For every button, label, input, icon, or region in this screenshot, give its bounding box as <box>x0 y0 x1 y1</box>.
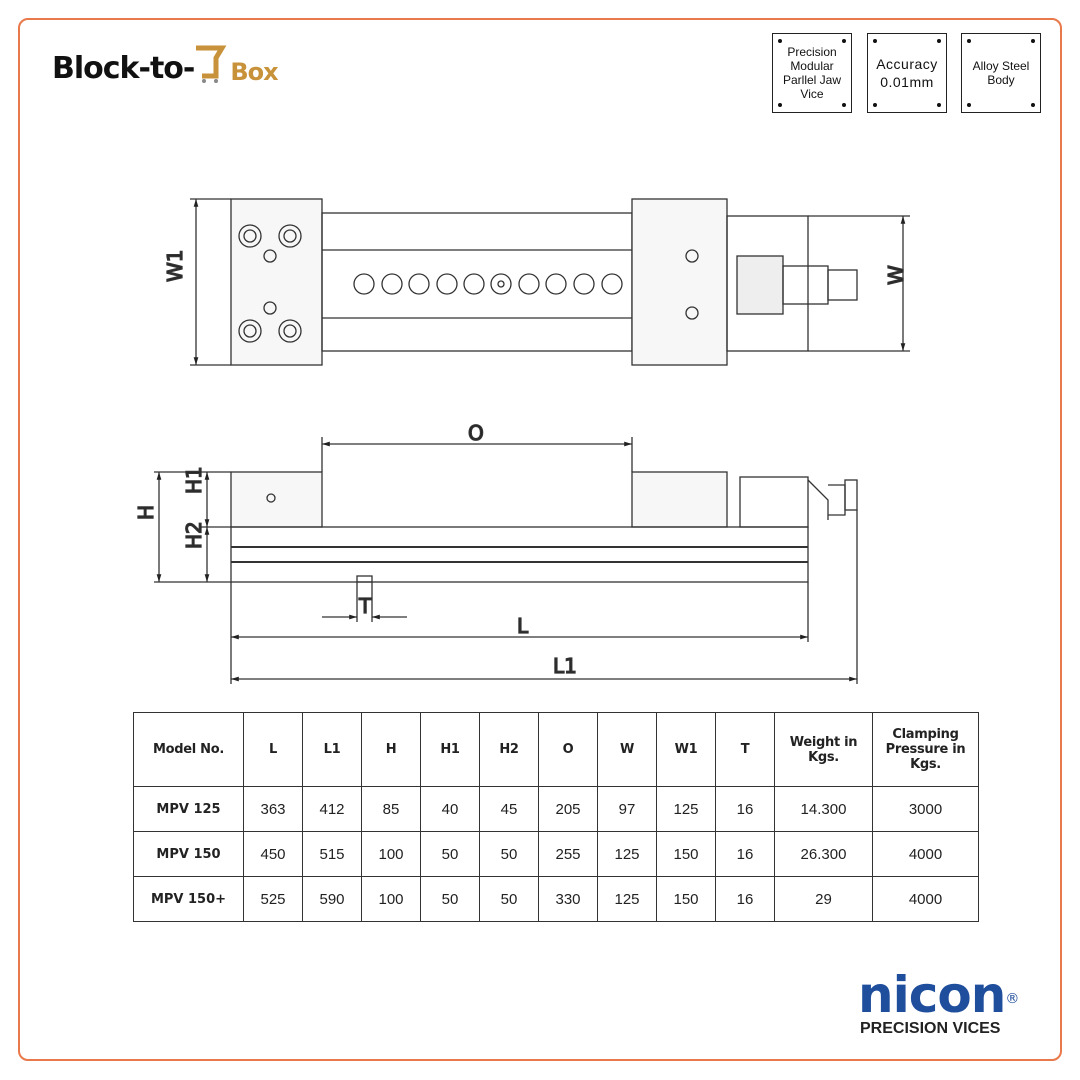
badge-text: Accuracy 0.01mm <box>876 56 938 90</box>
value-cell: 125 <box>656 786 716 832</box>
value-cell: 125 <box>597 876 657 922</box>
value-cell: 255 <box>538 831 598 877</box>
dim-w1: W1 <box>163 250 187 283</box>
col-header: T <box>715 712 775 787</box>
technical-drawing: W1 W O H H1 H2 T L L1 <box>133 198 910 684</box>
value-cell: 4000 <box>872 876 979 922</box>
value-cell: 150 <box>656 876 716 922</box>
top-view: W1 W <box>162 198 910 366</box>
col-header: Model No. <box>133 712 244 787</box>
value-cell: 450 <box>243 831 303 877</box>
value-cell: 515 <box>302 831 362 877</box>
side-view: O H H1 H2 T L L1 <box>133 420 858 684</box>
spec-table: Model No. L L1 H H1 H2 O W W1 T Weight i… <box>133 712 979 922</box>
value-cell: 40 <box>420 786 480 832</box>
value-cell: 590 <box>302 876 362 922</box>
value-cell: 3000 <box>872 786 979 832</box>
value-cell: 100 <box>361 831 421 877</box>
model-cell: MPV 125 <box>133 786 244 832</box>
value-cell: 100 <box>361 876 421 922</box>
brand-name: Block-to- <box>52 51 195 86</box>
dim-o: O <box>468 421 484 445</box>
badge-accuracy: Accuracy 0.01mm <box>867 33 947 113</box>
hole-row <box>353 273 623 295</box>
maker-name: nicon <box>858 966 1006 1024</box>
value-cell: 525 <box>243 876 303 922</box>
value-cell: 50 <box>420 831 480 877</box>
col-header: O <box>538 712 598 787</box>
model-cell: MPV 150+ <box>133 876 244 922</box>
brand-accent: Box <box>230 58 278 86</box>
value-cell: 16 <box>715 831 775 877</box>
col-header: W1 <box>656 712 716 787</box>
badge-text: Alloy Steel Body <box>972 59 1030 87</box>
value-cell: 16 <box>715 786 775 832</box>
value-cell: 97 <box>597 786 657 832</box>
value-cell: 412 <box>302 786 362 832</box>
value-cell: 205 <box>538 786 598 832</box>
page-frame <box>18 18 1062 1061</box>
col-header: W <box>597 712 657 787</box>
dim-w: W <box>884 265 908 285</box>
badge-precision: Precision Modular Parllel Jaw Vice <box>772 33 852 113</box>
value-cell: 125 <box>597 831 657 877</box>
col-header: Weight in Kgs. <box>774 712 873 787</box>
table-header-row: Model No. L L1 H H1 H2 O W W1 T Weight i… <box>133 712 979 787</box>
value-cell: 14.300 <box>774 786 873 832</box>
value-cell: 150 <box>656 831 716 877</box>
col-header: H2 <box>479 712 539 787</box>
value-cell: 85 <box>361 786 421 832</box>
screw-heads <box>238 224 699 343</box>
col-header: L <box>243 712 303 787</box>
badge-material: Alloy Steel Body <box>961 33 1041 113</box>
value-cell: 50 <box>479 876 539 922</box>
maker-tagline: PRECISION VICES <box>860 1020 1001 1037</box>
model-cell: MPV 150 <box>133 831 244 877</box>
value-cell: 26.300 <box>774 831 873 877</box>
value-cell: 50 <box>420 876 480 922</box>
col-header: L1 <box>302 712 362 787</box>
dim-h2: H2 <box>182 521 206 549</box>
value-cell: 50 <box>479 831 539 877</box>
value-cell: 29 <box>774 876 873 922</box>
dim-h: H <box>134 505 158 520</box>
cart-icon <box>196 45 227 83</box>
dim-h1: H1 <box>182 466 206 494</box>
dim-l: L <box>517 614 529 638</box>
brand-logo: Block-to- Box <box>52 44 279 86</box>
col-header: Clamping Pressure in Kgs. <box>872 712 979 787</box>
registered-mark: ® <box>1005 991 1019 1007</box>
value-cell: 16 <box>715 876 775 922</box>
value-cell: 4000 <box>872 831 979 877</box>
badge-text: Precision Modular Parllel Jaw Vice <box>782 45 842 101</box>
dim-l1: L1 <box>553 654 577 678</box>
nicon-logo: nicon® <box>858 970 1019 1020</box>
dim-t: T <box>358 594 372 618</box>
value-cell: 45 <box>479 786 539 832</box>
value-cell: 330 <box>538 876 598 922</box>
col-header: H1 <box>420 712 480 787</box>
value-cell: 363 <box>243 786 303 832</box>
col-header: H <box>361 712 421 787</box>
